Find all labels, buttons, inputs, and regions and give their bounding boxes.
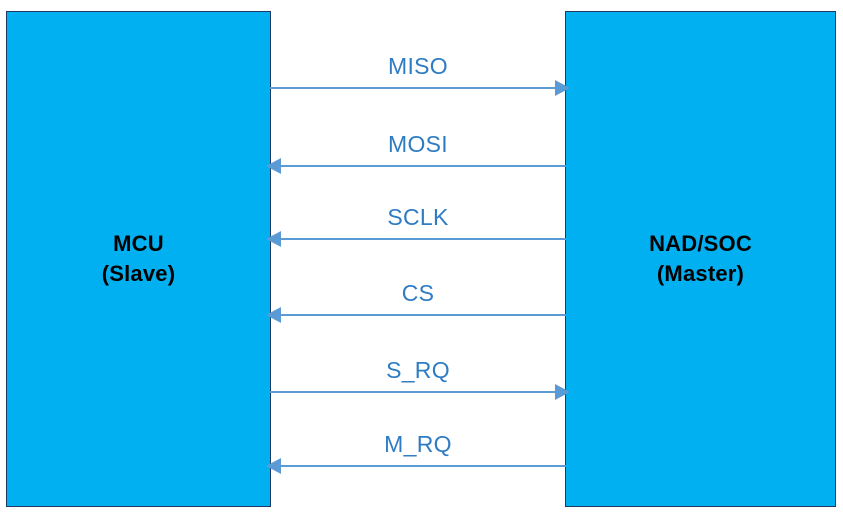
- block-mcu[interactable]: MCU (Slave): [6, 11, 271, 507]
- arrow-shaft: [280, 465, 566, 467]
- block-nad-soc[interactable]: NAD/SOC (Master): [565, 11, 836, 507]
- arrow-shaft: [280, 165, 566, 167]
- arrow-shaft: [280, 314, 566, 316]
- block-nad-soc-role: (Master): [656, 261, 745, 286]
- arrowhead-left-icon: [266, 231, 281, 247]
- arrow-shaft: [270, 87, 556, 89]
- signal-label: SCLK: [387, 204, 449, 230]
- arrowhead-left-icon: [266, 158, 281, 174]
- block-mcu-name: MCU: [113, 230, 164, 256]
- arrow-shaft: [270, 391, 556, 393]
- arrowhead-right-icon: [555, 80, 570, 96]
- signal-label: MISO: [388, 53, 448, 79]
- block-mcu-role: (Slave): [101, 261, 176, 286]
- block-nad-soc-name: NAD/SOC: [649, 230, 752, 256]
- signal-label: CS: [401, 280, 435, 306]
- arrowhead-left-icon: [266, 458, 281, 474]
- arrowhead-right-icon: [555, 384, 570, 400]
- signal-label: MOSI: [388, 131, 448, 157]
- signal-label: M_RQ: [384, 431, 452, 457]
- arrowhead-left-icon: [266, 307, 281, 323]
- signal-label: S_RQ: [386, 357, 450, 383]
- arrow-shaft: [280, 238, 566, 240]
